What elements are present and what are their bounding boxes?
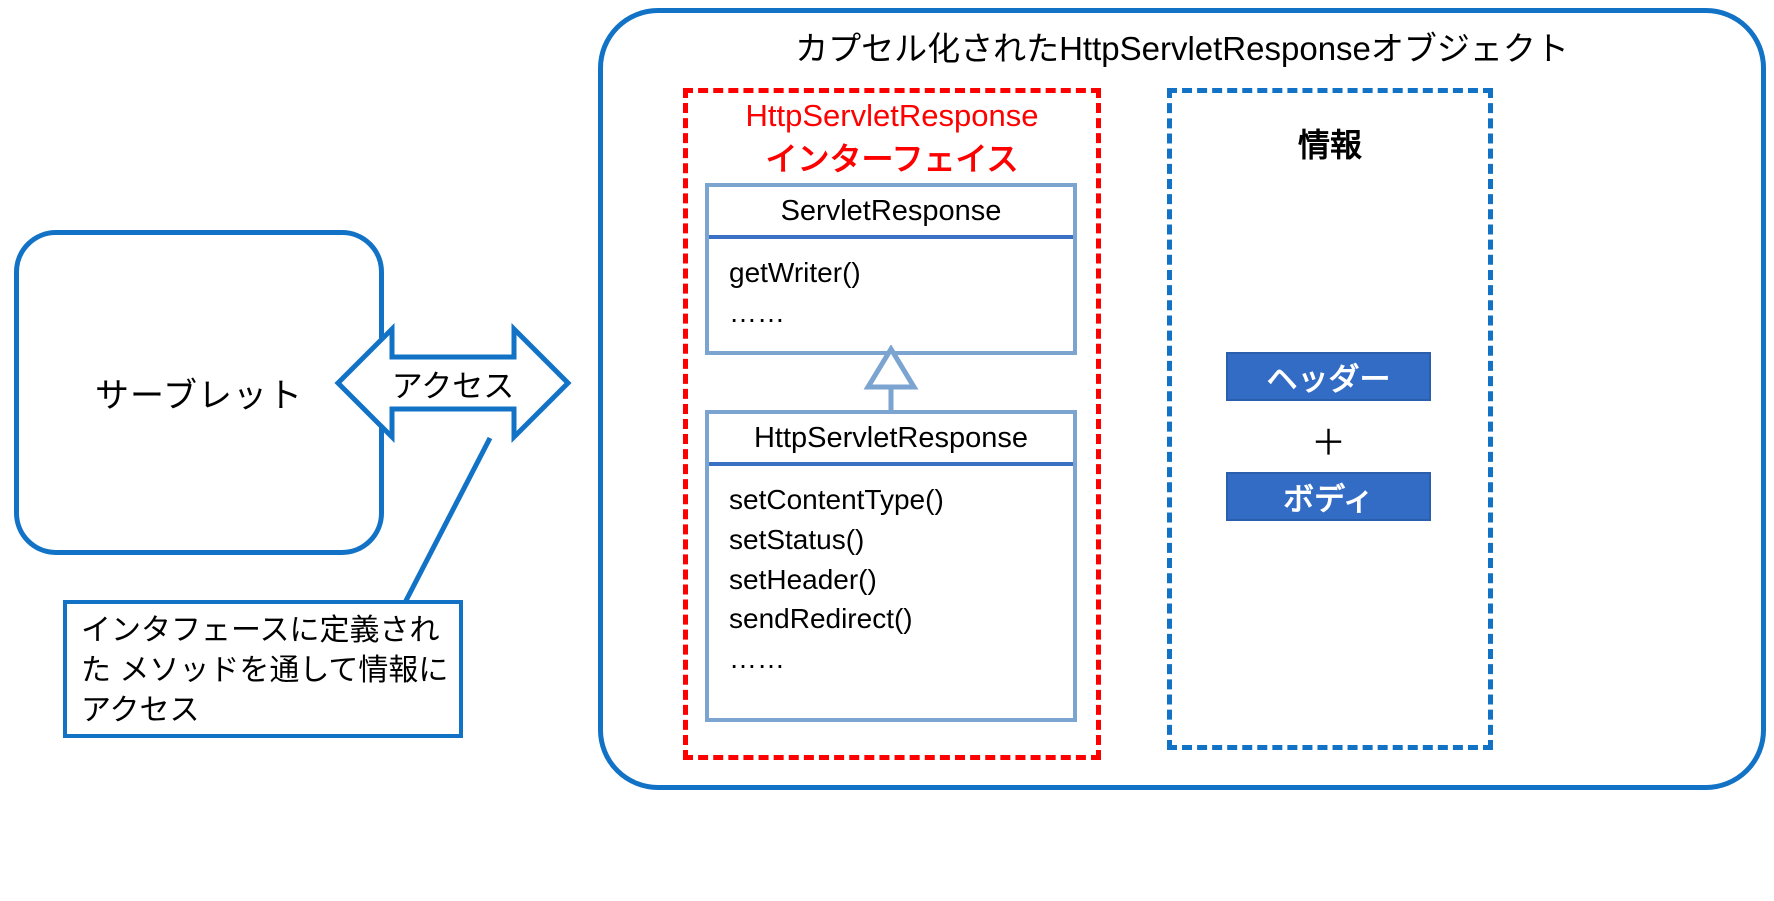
note-text: インタフェースに定義された メソッドを通して情報にアクセス [81,614,449,727]
note-leader-line [393,436,493,622]
info-chip-label: ヘッダー [1266,362,1391,397]
generalization-arrow-icon [863,345,919,415]
servlet-label: サーブレット [95,377,303,415]
uml-member: sendRedirect() [729,603,913,635]
uml-member: setStatus() [729,523,865,555]
info-chip-label: ボディ [1283,482,1374,517]
uml-member: getWriter() [729,257,861,288]
uml-class-members: getWriter() …… [709,239,1073,333]
info-region [1167,88,1493,750]
info-chip-header: ヘッダー [1226,352,1431,401]
uml-class-name: HttpServletResponse [709,414,1073,466]
interface-title-en: HttpServletResponse [745,98,1039,133]
uml-member: setHeader() [729,563,877,595]
interface-region [683,88,1101,760]
capsule-title: カプセル化されたHttpServletResponseオブジェクト [795,30,1569,67]
access-double-arrow-icon [334,322,572,444]
uml-class-members: setContentType() setStatus() setHeader()… [709,466,1073,679]
uml-member: …… [729,643,785,674]
info-region-title: 情報 [1297,127,1362,163]
interface-title-jp: インターフェイス [765,141,1019,177]
uml-class-name: ServletResponse [709,187,1073,239]
info-plus-operator: ＋ [1310,424,1346,463]
servlet-box: サーブレット [14,230,384,555]
uml-class-httpservletresponse: HttpServletResponse setContentType() set… [705,410,1077,722]
info-chip-body: ボディ [1226,472,1431,521]
uml-member: setContentType() [729,484,944,515]
note-box: インタフェースに定義された メソッドを通して情報にアクセス [63,600,463,738]
uml-member: …… [729,296,785,328]
uml-class-servletresponse: ServletResponse getWriter() …… [705,183,1077,355]
